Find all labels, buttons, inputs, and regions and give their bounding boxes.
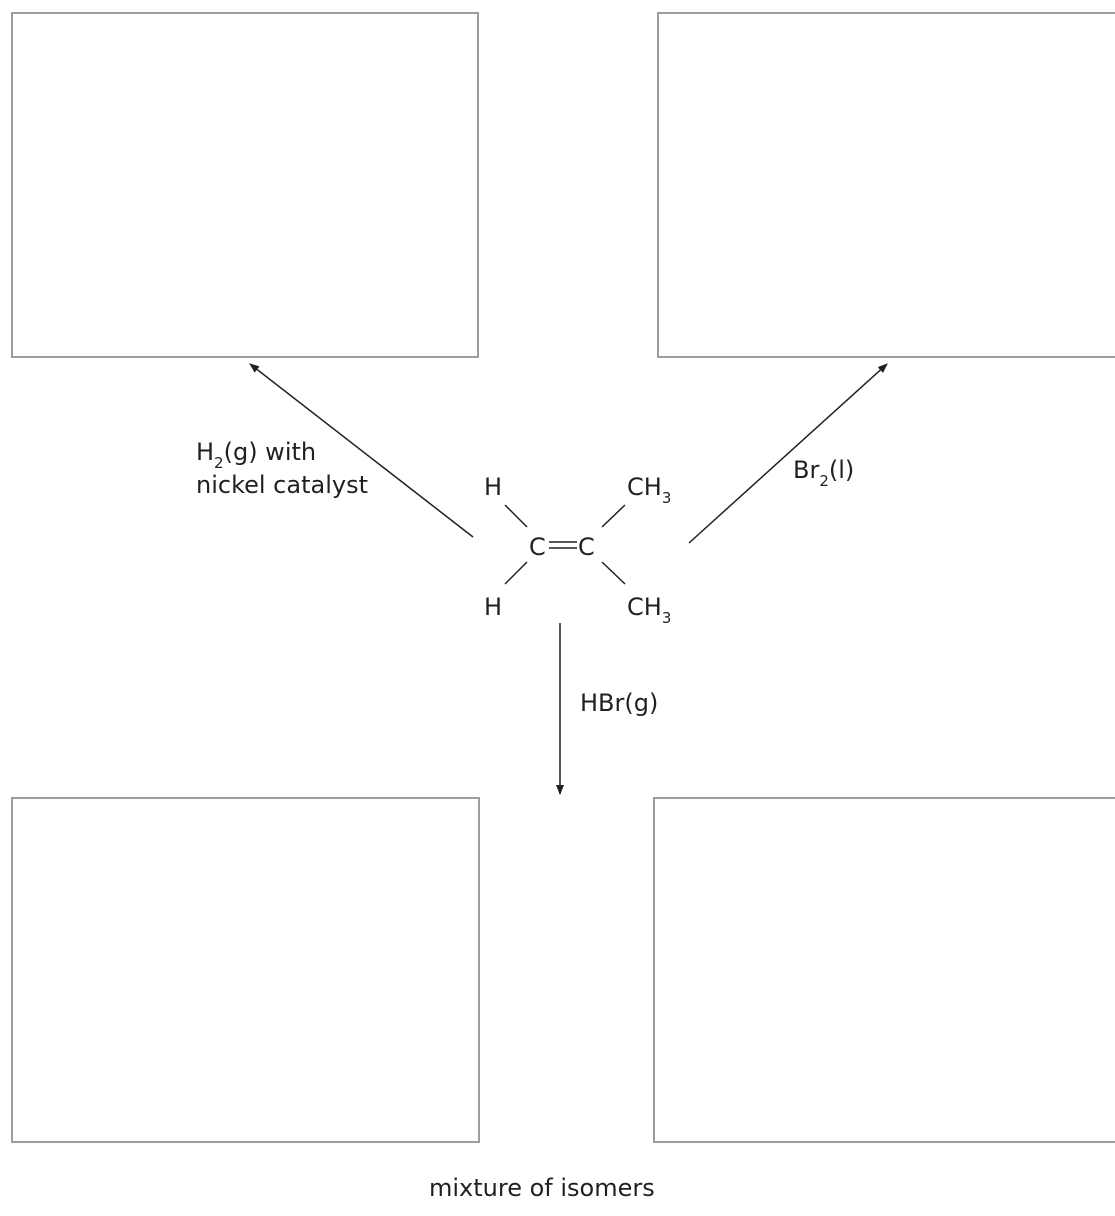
- bromine-formula-sub: 2: [819, 472, 829, 490]
- ch3-top-sub: 3: [661, 489, 672, 507]
- answer-box-bottom-left[interactable]: [11, 797, 480, 1143]
- arrow-to-top-right: [688, 363, 888, 544]
- bromine-formula-main: Br: [793, 456, 820, 484]
- answer-box-top-left[interactable]: [11, 12, 479, 358]
- arrow-to-top-left: [249, 363, 474, 538]
- answer-box-top-right[interactable]: [657, 12, 1115, 358]
- bond-ch3-top: [601, 504, 626, 528]
- bond-h-top: [504, 504, 528, 528]
- reagent-label-bromine: Br2(l): [793, 455, 855, 490]
- atom-ch3-bottom: CH3: [627, 592, 672, 627]
- reagent-label-hydrogen: H2(g) with nickel catalyst: [196, 437, 368, 500]
- hydrogen-formula-rest: (g) with: [223, 438, 317, 466]
- hydrogen-formula-sub: 2: [214, 454, 224, 472]
- reagent-label-hydrogen-bromide: HBr(g): [580, 689, 659, 717]
- atom-c-left: C: [529, 533, 546, 561]
- bond-ch3-bottom: [601, 561, 626, 585]
- atom-h-top: H: [484, 473, 503, 501]
- answer-box-bottom-right[interactable]: [653, 797, 1115, 1143]
- hydrogen-catalyst-line: nickel catalyst: [196, 471, 368, 499]
- atom-c-right: C: [578, 533, 595, 561]
- atom-ch3-top: CH3: [627, 472, 672, 507]
- bromine-formula-rest: (l): [828, 456, 855, 484]
- ch3-bottom-sub: 3: [661, 609, 672, 627]
- ch3-bottom-main: CH: [627, 593, 662, 621]
- hydrogen-formula-main: H: [196, 438, 215, 466]
- bond-h-bottom: [504, 561, 528, 585]
- atom-h-bottom: H: [484, 593, 503, 621]
- isomer-caption: mixture of isomers: [429, 1174, 655, 1202]
- ch3-top-main: CH: [627, 473, 662, 501]
